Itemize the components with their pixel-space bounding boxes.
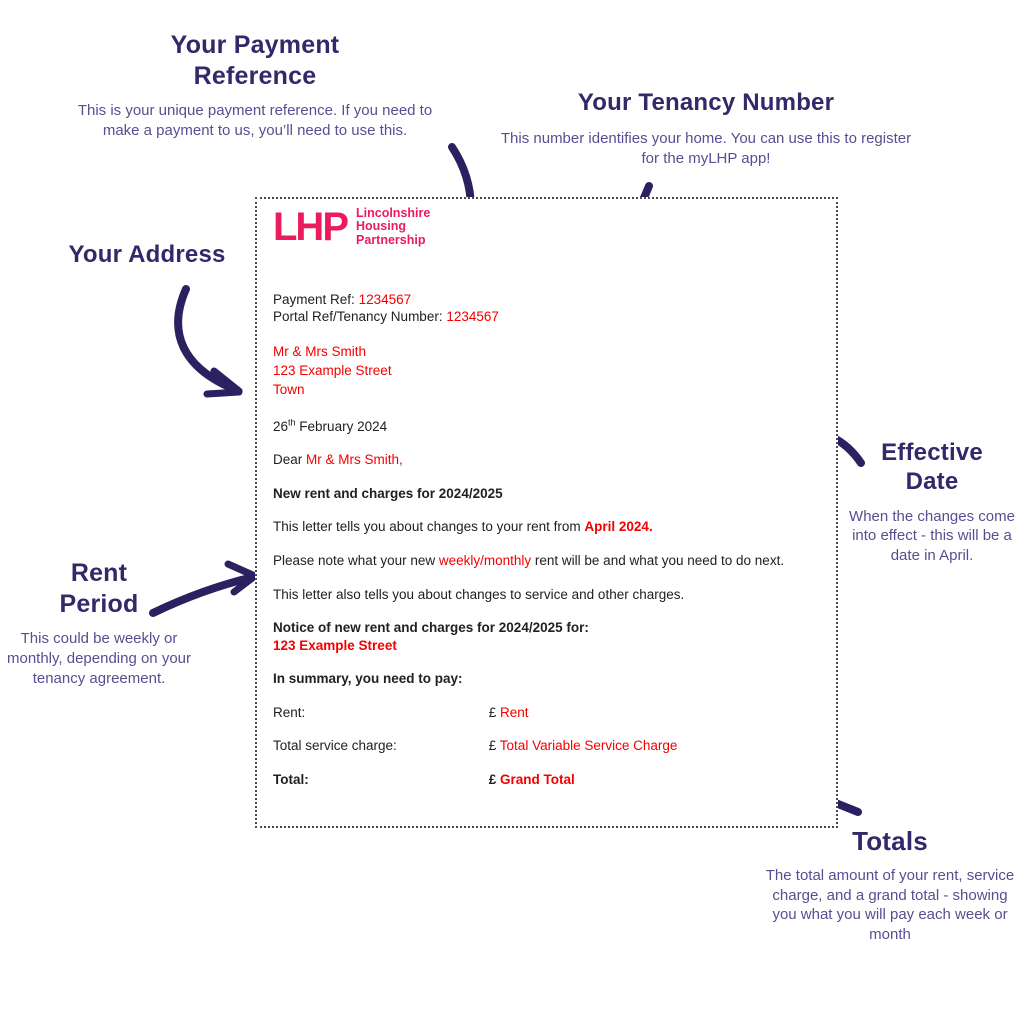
annotation-tenancy-number: Your Tenancy Number This number identifi…: [478, 88, 934, 169]
summary-row-total: Total: £ Grand Total: [273, 771, 820, 789]
summary-row-rent: Rent: £ Rent: [273, 704, 820, 722]
annotation-effective-date: Effective Date When the changes come int…: [843, 438, 1021, 566]
annotation-rent-period-description: This could be weekly or monthly, dependi…: [6, 630, 191, 687]
reference-block: Payment Ref: 1234567 Portal Ref/Tenancy …: [273, 291, 820, 326]
paragraph-effective-date: This letter tells you about changes to y…: [273, 518, 820, 536]
salutation-prefix: Dear: [273, 452, 307, 468]
annotation-rent-period: Rent Period This could be weekly or mont…: [0, 558, 198, 688]
annotation-payment-reference-description: This is your unique payment reference. I…: [77, 102, 433, 139]
currency-symbol: £: [488, 771, 497, 787]
summary-row-value: Total Variable Service Charge: [499, 738, 678, 754]
annotation-effective-date-title: Effective Date: [881, 439, 983, 496]
annotation-your-address-title: Your Address: [68, 241, 226, 268]
notice-address: 123 Example Street: [273, 637, 397, 653]
annotation-payment-reference-title: Your Payment Reference: [170, 31, 340, 90]
lhp-logo-abbr: LHP: [273, 205, 349, 249]
salutation-name: Mr & Mrs Smith,: [306, 452, 403, 468]
summary-row-label: Rent:: [273, 704, 306, 720]
summary-row-value: Rent: [500, 704, 529, 720]
notice-heading: Notice of new rent and charges for 2024/…: [273, 620, 589, 636]
summary-row-service-charge: Total service charge: £ Total Variable S…: [273, 737, 820, 755]
recipient-address: Mr & Mrs Smith 123 Example Street Town: [273, 342, 820, 400]
summary-row-value: Grand Total: [500, 771, 575, 787]
effective-date-highlight: April 2024.: [584, 519, 653, 535]
annotation-totals-title: Totals: [852, 826, 928, 856]
paragraph-text: rent will be and what you need to do nex…: [531, 553, 785, 569]
arrow-your-address-icon: [174, 285, 243, 398]
annotation-totals: Totals The total amount of your rent, se…: [760, 826, 1020, 945]
address-line: Mr & Mrs Smith: [273, 343, 366, 359]
payment-ref-value: 1234567: [358, 292, 412, 307]
annotation-payment-reference: Your Payment Reference This is your uniq…: [45, 30, 465, 141]
lhp-logo-wordmark: Lincolnshire Housing Partnership: [356, 206, 431, 247]
paragraph-service-charges: This letter also tells you about changes…: [273, 586, 685, 602]
annotation-totals-description: The total amount of your rent, service c…: [765, 866, 1015, 944]
annotation-tenancy-number-title: Your Tenancy Number: [577, 89, 835, 116]
paragraph-rent-period: Please note what your new weekly/monthly…: [273, 552, 820, 570]
letter-subject: New rent and charges for 2024/2025: [273, 485, 503, 501]
portal-ref-value: 1234567: [446, 309, 499, 325]
letter-date-day: 26: [273, 418, 289, 434]
letter-document: LHP Lincolnshire Housing Partnership Pay…: [255, 197, 838, 828]
rent-period-highlight: weekly/monthly: [438, 553, 532, 569]
summary-row-label: Total service charge:: [273, 738, 397, 754]
summary-heading: In summary, you need to pay:: [273, 671, 463, 687]
annotation-your-address: Your Address: [32, 240, 262, 279]
paragraph-text: Please note what your new: [273, 553, 439, 569]
annotation-rent-period-title: Rent Period: [59, 559, 139, 618]
lhp-logo-line: Lincolnshire: [356, 206, 431, 221]
paragraph-text: This letter tells you about changes to y…: [273, 519, 585, 535]
annotation-tenancy-number-description: This number identifies your home. You ca…: [500, 130, 912, 168]
address-line: 123 Example Street: [273, 362, 392, 378]
payment-ref-label: Payment Ref:: [273, 292, 355, 307]
salutation: Dear Mr & Mrs Smith,: [273, 451, 820, 469]
address-line: Town: [273, 382, 305, 398]
letter-date: 26th February 2024: [273, 418, 820, 436]
summary-row-label: Total:: [273, 771, 309, 787]
lhp-logo-line: Partnership: [356, 232, 426, 247]
portal-ref-label: Portal Ref/Tenancy Number:: [273, 309, 443, 325]
currency-symbol: £: [488, 738, 497, 754]
lhp-logo-line: Housing: [356, 219, 406, 234]
letter-date-ordinal: th: [288, 417, 296, 428]
letter-date-rest: February 2024: [295, 418, 388, 434]
annotation-effective-date-description: When the changes come into effect - this…: [849, 507, 1015, 565]
lhp-logo: LHP Lincolnshire Housing Partnership: [273, 205, 820, 249]
currency-symbol: £: [488, 704, 497, 720]
